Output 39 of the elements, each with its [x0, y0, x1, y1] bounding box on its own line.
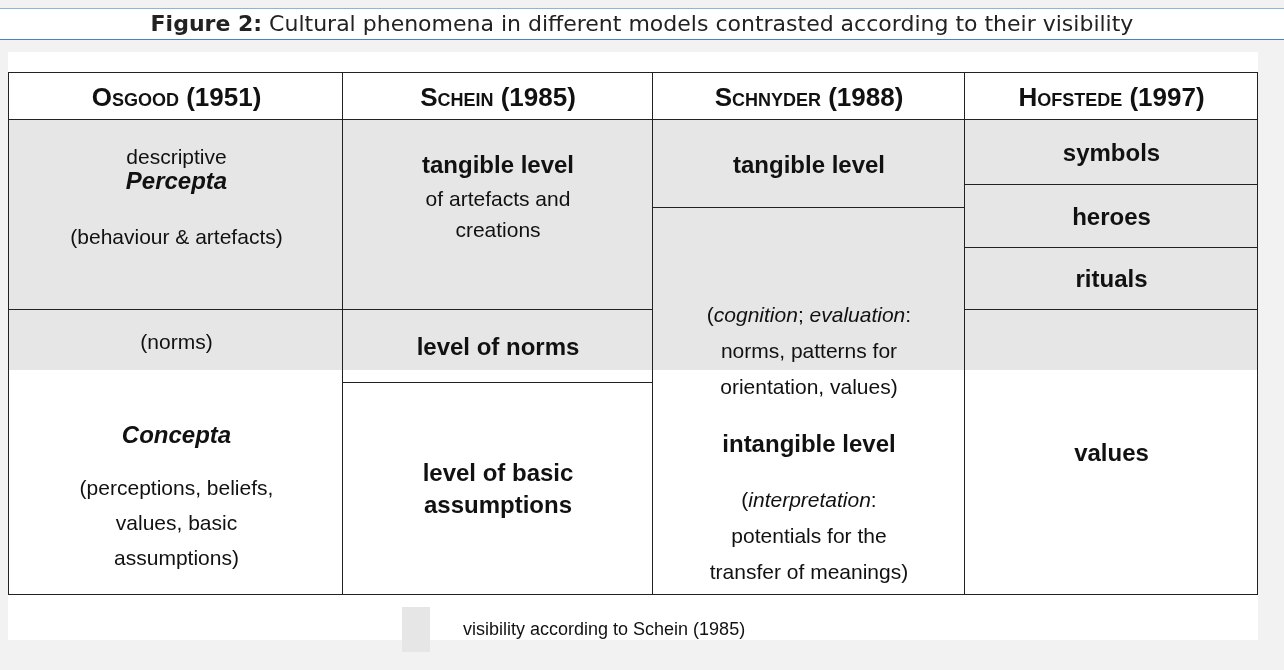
table-cell — [343, 310, 653, 383]
cell-text: (perceptions, beliefs, values, basic assumptions) — [78, 475, 275, 571]
table-cell — [8, 120, 343, 310]
figure-title: Figure 2: Cultural phenomena in different models contrasted according to their visibility — [149, 11, 1135, 36]
cell-text: (cognition; evaluation: norms, patterns for orientation, values) — [705, 302, 913, 400]
header-cell — [653, 72, 965, 120]
table-cell — [343, 120, 653, 310]
cell-heading: tangible level — [420, 150, 576, 180]
cell-heading: Osgood (1951) — [90, 82, 263, 112]
header-cell — [8, 72, 343, 120]
cell-text: (norms) — [139, 329, 214, 355]
table-cell — [965, 185, 1258, 248]
cell-heading: symbols — [1061, 137, 1162, 168]
cell-heading: rituals — [1074, 264, 1149, 294]
legend-label: visibility according to Schein (1985) — [463, 619, 746, 640]
cell-heading: values — [1073, 437, 1150, 468]
table-cell — [965, 310, 1258, 595]
table-cell — [653, 208, 965, 595]
cell-text: of artefacts and creations — [424, 186, 572, 243]
cell-heading: level of norms — [415, 331, 581, 362]
cell-heading: Schnyder (1988) — [713, 82, 905, 112]
cell-heading: Schein (1985) — [419, 82, 577, 112]
cell-text: (interpretation: potentials for the transfer of meanings) — [708, 487, 910, 585]
cell-text: (behaviour & artefacts) — [69, 224, 284, 250]
table-cell — [965, 120, 1258, 185]
cell-heading: heroes — [1071, 201, 1152, 232]
cell-heading: tangible level — [731, 150, 887, 180]
cell-text: descriptive — [125, 144, 228, 170]
cell-heading: Percepta — [124, 167, 229, 196]
table-cell — [965, 248, 1258, 310]
table-cell — [343, 383, 653, 595]
header-cell — [343, 72, 653, 120]
header-cell — [965, 72, 1258, 120]
cell-heading: level of basic assumptions — [421, 458, 575, 520]
cell-heading: Hofstede (1997) — [1017, 82, 1206, 112]
cell-heading: intangible level — [721, 429, 897, 459]
table-cell — [653, 120, 965, 208]
cell-heading: Concepta — [120, 420, 233, 450]
table-cell — [8, 310, 343, 595]
